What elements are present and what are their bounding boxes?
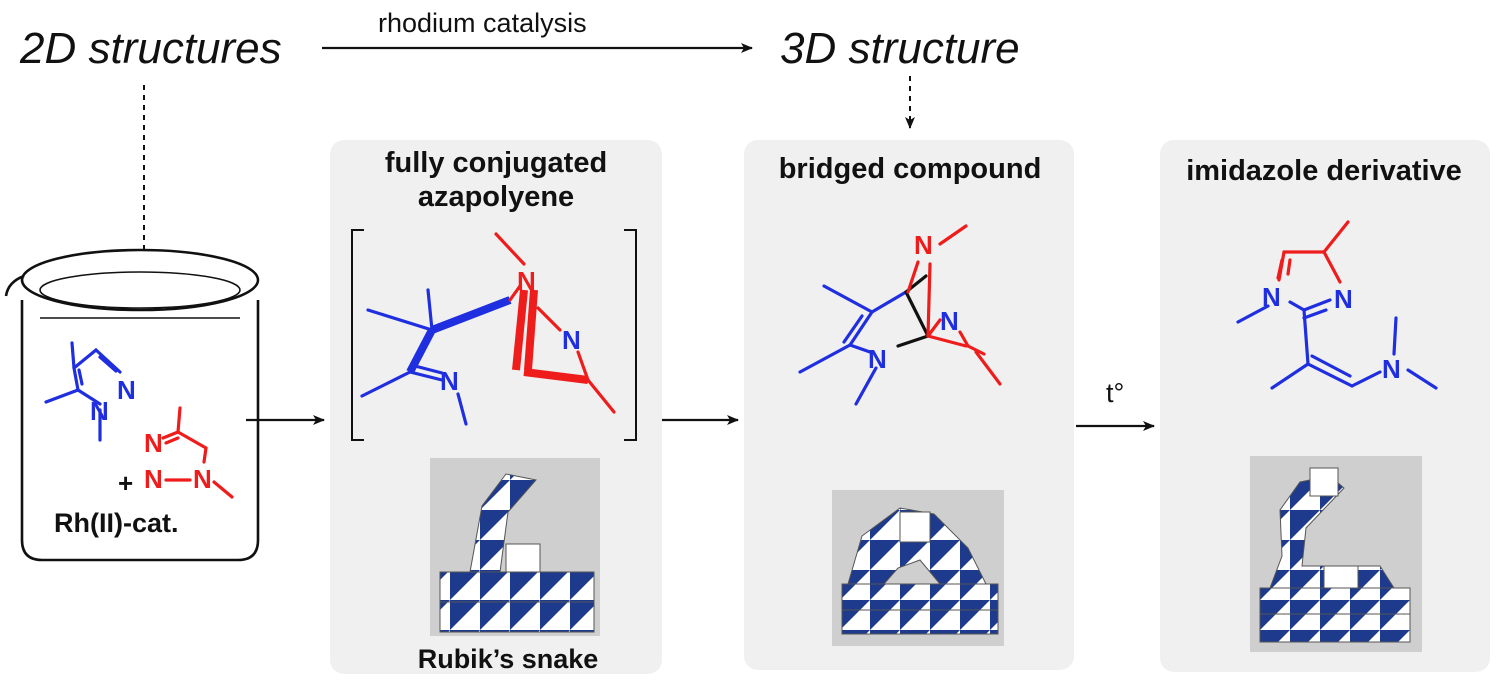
atom-n: N bbox=[940, 306, 959, 336]
panel-1-title-line1: fully conjugated bbox=[385, 147, 607, 179]
red-triazole-structure: N N N bbox=[144, 406, 234, 499]
atom-n: N bbox=[562, 325, 581, 355]
atom-n: N bbox=[1382, 354, 1401, 384]
panel-1-title-line2: azapolyene bbox=[418, 181, 574, 213]
atom-n: N bbox=[193, 464, 212, 494]
bridged-compound-structure: N N N bbox=[798, 224, 1002, 406]
panel-2-title: bridged compound bbox=[779, 153, 1042, 185]
atom-n: N bbox=[914, 230, 933, 260]
atom-n: N bbox=[517, 266, 536, 296]
azapolyene-structure: N N N bbox=[360, 232, 616, 426]
atom-n: N bbox=[1334, 284, 1353, 314]
catalyst-label: Rh(II)-cat. bbox=[54, 508, 179, 538]
panel-1-caption: Rubik’s snake bbox=[418, 644, 599, 674]
plus-sign: + bbox=[118, 468, 133, 498]
imidazole-structure: N N N bbox=[1236, 220, 1438, 390]
left-bracket bbox=[351, 229, 364, 441]
atom-n: N bbox=[1262, 282, 1281, 312]
atom-n: N bbox=[144, 428, 163, 458]
header-2d-structures: 2D structures bbox=[19, 24, 282, 73]
atom-n: N bbox=[868, 344, 887, 374]
rubiks-snake-photo-2 bbox=[832, 490, 1004, 646]
rubiks-snake-photo-3 bbox=[1250, 456, 1422, 652]
beaker bbox=[4, 248, 260, 562]
arrow-label-rhodium-catalysis: rhodium catalysis bbox=[378, 8, 587, 38]
header-3d-structure: 3D structure bbox=[780, 24, 1020, 73]
panel-3-title: imidazole derivative bbox=[1186, 155, 1462, 187]
atom-n: N bbox=[90, 396, 109, 426]
heat-label: t° bbox=[1106, 378, 1124, 408]
atom-n: N bbox=[440, 366, 459, 396]
atom-n: N bbox=[144, 464, 163, 494]
atom-n: N bbox=[117, 375, 136, 405]
right-bracket bbox=[624, 229, 637, 441]
blue-pyrazole-structure: N N bbox=[44, 341, 136, 442]
rubiks-snake-photo-1 bbox=[430, 458, 600, 636]
